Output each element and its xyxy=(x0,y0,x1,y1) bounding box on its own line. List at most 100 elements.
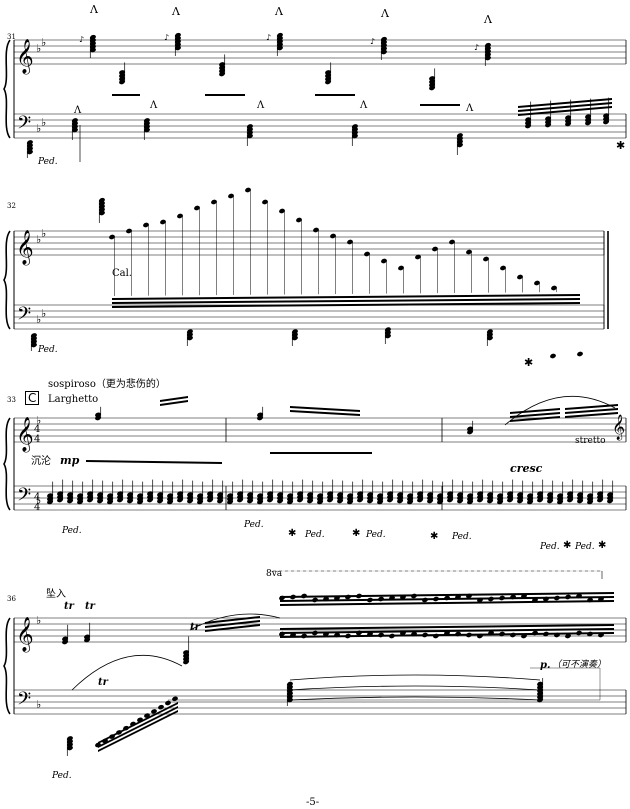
note-head xyxy=(312,630,318,636)
chord-note-head xyxy=(385,327,391,332)
ottava-mark: 8va xyxy=(266,569,283,579)
note-head xyxy=(532,597,538,603)
run-note-head xyxy=(415,254,421,260)
run-note-head xyxy=(143,222,149,228)
accent-mark: Λ xyxy=(257,100,265,111)
note-head xyxy=(576,593,582,599)
note-beam xyxy=(510,412,560,418)
run-beam xyxy=(98,702,178,744)
note-head xyxy=(367,597,373,603)
run-note-head xyxy=(449,239,455,245)
tie xyxy=(289,674,541,681)
note-head xyxy=(389,595,395,601)
chord-note-head xyxy=(457,492,463,497)
note-head xyxy=(587,631,593,637)
note-head xyxy=(477,597,483,603)
key-signature-flat: ♭ xyxy=(41,36,46,49)
pedal-mark: Ped. xyxy=(452,532,472,542)
measure-number: 36 xyxy=(7,595,16,603)
note-head xyxy=(389,633,395,639)
rehearsal-mark: C xyxy=(25,391,40,405)
run-note-head xyxy=(262,199,268,205)
run-note-head xyxy=(313,227,319,233)
grace-note: ♪ xyxy=(164,33,169,42)
grace-note: ♪ xyxy=(370,37,375,46)
time-signature-number: 4 xyxy=(34,424,40,435)
note-head xyxy=(334,632,340,638)
chord-note-head xyxy=(95,412,101,418)
note-head xyxy=(543,596,549,602)
note-head xyxy=(466,632,472,638)
chord-note-head xyxy=(603,113,609,118)
run-note-head xyxy=(126,228,132,234)
time-signature-number: 4 xyxy=(34,492,40,503)
expression-text: sospiroso（更为悲伤的） xyxy=(48,379,166,390)
chord-note-head xyxy=(187,329,193,334)
phrase-slur xyxy=(71,654,183,691)
grace-note: ♪ xyxy=(266,33,271,42)
run-note-head xyxy=(109,234,115,240)
chord-note-head xyxy=(227,493,233,498)
treble-clef: 𝄞 xyxy=(16,39,34,75)
chord-note-head xyxy=(545,116,551,121)
treble-clef: 𝄞 xyxy=(612,414,625,440)
note-head xyxy=(323,596,329,602)
cadenza-direction: Cal. xyxy=(112,268,132,279)
chord-note-head xyxy=(267,491,273,496)
chord-note-head xyxy=(27,140,33,145)
chord-note-head xyxy=(352,124,358,129)
cadenza-beam xyxy=(112,298,580,304)
chord-note-head xyxy=(485,42,491,48)
key-signature-flat: ♭ xyxy=(41,227,46,240)
key-signature-flat: ♭ xyxy=(41,307,46,320)
chord-note-head xyxy=(447,491,453,496)
chord-note-head xyxy=(107,493,113,498)
chord-note-head xyxy=(144,118,150,123)
system-brace xyxy=(3,230,11,330)
pedal-mark: Ped. xyxy=(38,345,58,355)
chord-note-head xyxy=(557,493,563,498)
chord-note-head xyxy=(607,492,613,497)
chord-note-head xyxy=(119,70,125,75)
note-head xyxy=(532,630,538,636)
chord-note-head xyxy=(292,329,298,334)
run-note-head xyxy=(245,187,251,193)
dynamic-mp: mp xyxy=(60,454,80,467)
note-head xyxy=(356,593,362,599)
run-beam xyxy=(98,710,178,752)
note-beam xyxy=(290,410,360,416)
chord-note-head xyxy=(497,493,503,498)
note-beam xyxy=(565,412,618,418)
note-head xyxy=(499,595,505,601)
system-brace xyxy=(3,417,11,511)
key-signature-flat: ♭ xyxy=(36,42,41,55)
trill-mark: tr xyxy=(85,601,95,612)
chord-note-head xyxy=(477,491,483,496)
treble-clef: 𝄞 xyxy=(16,417,34,453)
chord-note-head xyxy=(277,492,283,497)
note-head xyxy=(323,631,329,637)
tie xyxy=(289,696,541,701)
note-beam xyxy=(565,404,618,410)
note-head xyxy=(279,595,285,601)
chord-note-head xyxy=(257,412,263,418)
chord-note-head xyxy=(72,118,78,123)
chord-note-head xyxy=(97,492,103,497)
cadenza-beam xyxy=(112,294,580,300)
chord-note-head xyxy=(217,492,223,497)
pedal-mark: Ped. xyxy=(540,542,560,552)
pedal-release-mark: ✱ xyxy=(288,528,297,539)
chord-note-head xyxy=(77,493,83,498)
chord-note-head xyxy=(487,492,493,497)
accent-mark: Λ xyxy=(150,100,158,111)
key-signature-flat: ♭ xyxy=(41,116,46,129)
chord-note-head xyxy=(467,493,473,498)
chord-note-head xyxy=(62,636,68,642)
note-head xyxy=(455,594,461,600)
run-note-head xyxy=(364,251,370,257)
measure-number: 31 xyxy=(7,33,16,41)
note-head xyxy=(301,633,307,639)
run-note-head xyxy=(347,239,353,245)
key-signature-flat: ♭ xyxy=(36,614,41,627)
